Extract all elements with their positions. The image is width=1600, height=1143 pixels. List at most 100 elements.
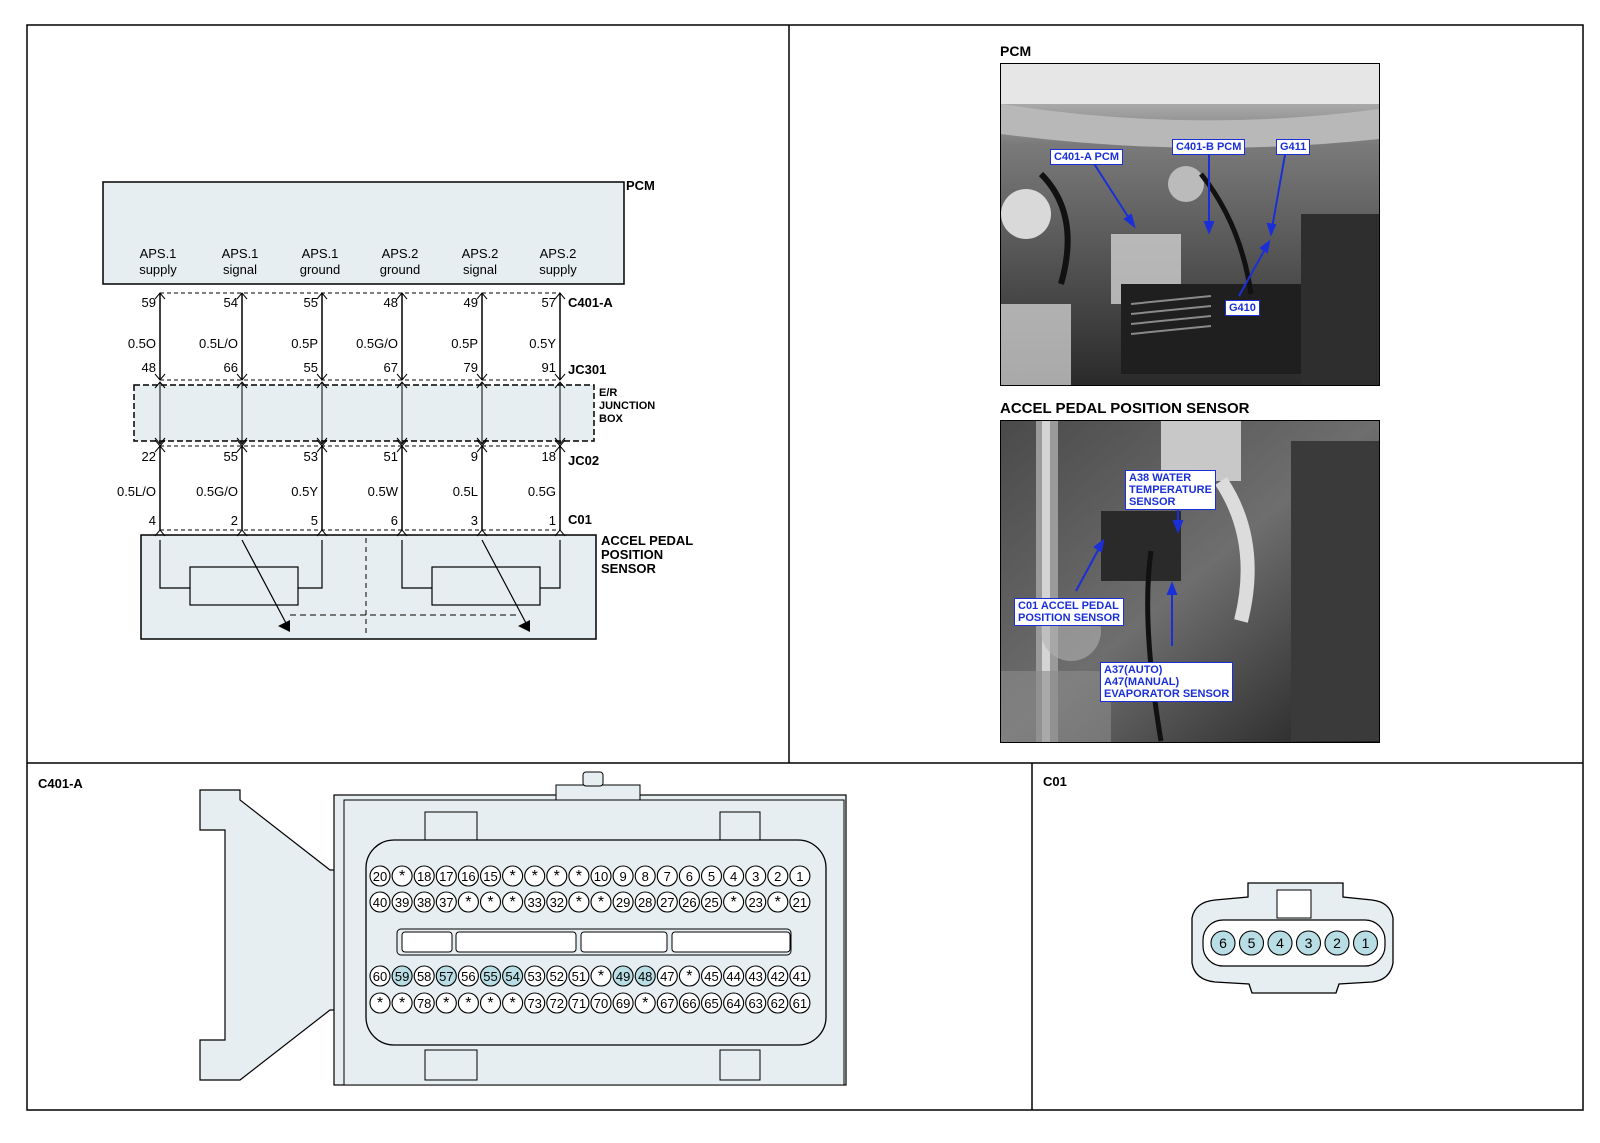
c401a-pin-number: 54 xyxy=(224,295,238,310)
c401a-pin-label: 4 xyxy=(730,869,737,884)
pin-symbol xyxy=(554,529,566,537)
pin-symbol xyxy=(476,529,488,537)
c401a-pin xyxy=(369,992,391,1014)
c401a-pin-label: 60 xyxy=(373,969,387,984)
wire-code-upper: 0.5P xyxy=(291,336,318,351)
c401a-pin-label: 21 xyxy=(793,895,807,910)
pcm-box xyxy=(102,181,625,285)
c401a-pin xyxy=(479,992,502,1014)
pin-function-name: APS.1 xyxy=(140,246,177,261)
junction-box-label: E/R xyxy=(599,387,617,399)
c401a-pin-label: 45 xyxy=(704,969,718,984)
pin-symbol xyxy=(236,373,248,381)
pin-function-name: APS.2 xyxy=(382,246,419,261)
pin-symbol xyxy=(236,529,248,537)
c01-pin-number: 1 xyxy=(549,513,556,528)
wire-code-lower: 0.5L xyxy=(453,484,478,499)
pin-symbol xyxy=(476,373,488,381)
wire-code-lower: 0.5W xyxy=(368,484,399,499)
c401a-pin xyxy=(590,865,612,887)
c401a-pin-label: 6 xyxy=(686,869,693,884)
jc301-pin-number: 67 xyxy=(384,360,398,375)
c401a-pin-label: 8 xyxy=(642,869,649,884)
potentiometer-wiper xyxy=(481,539,528,626)
pin-symbol xyxy=(154,437,166,445)
pin-symbol xyxy=(154,439,166,447)
pin-symbol xyxy=(476,437,488,445)
c401a-pin-label: 38 xyxy=(417,895,431,910)
c01-pin-label: 3 xyxy=(1305,935,1313,951)
pin-symbol xyxy=(396,529,408,537)
pin-symbol xyxy=(236,439,248,447)
c401a-label: C401-A xyxy=(568,295,613,310)
c401a-pin-label: * xyxy=(775,894,781,911)
c401a-pin xyxy=(723,992,745,1014)
c01-pin xyxy=(1267,930,1293,956)
c401a-pin-label: 73 xyxy=(527,996,541,1011)
c01-pin xyxy=(1324,930,1350,956)
c01-label: C01 xyxy=(568,512,592,527)
pin-function-sub: supply xyxy=(139,262,177,277)
wire-code-lower: 0.5G/O xyxy=(196,484,238,499)
pin-function-sub: ground xyxy=(300,262,340,277)
sensor-wire xyxy=(401,540,432,589)
c401a-pin-label: 33 xyxy=(527,895,541,910)
pin-function-sub: signal xyxy=(223,262,257,277)
c401a-pin-label: 65 xyxy=(704,996,718,1011)
c401a-pin xyxy=(369,891,391,913)
c401a-pin-label: * xyxy=(509,894,515,911)
c401a-pin xyxy=(767,891,789,913)
pcm-photo xyxy=(1000,63,1380,386)
a37-line-1: A37(AUTO) xyxy=(1104,664,1163,676)
c401a-pin xyxy=(413,865,435,887)
jc301-pin-number: 66 xyxy=(224,360,238,375)
pin-symbol xyxy=(316,437,328,445)
c401a-pin xyxy=(369,965,391,987)
c401a-pin-label: 71 xyxy=(572,996,586,1011)
outer-frame xyxy=(26,24,1584,1111)
c401a-pin-number: 55 xyxy=(304,295,318,310)
c401a-pin xyxy=(789,891,811,913)
c401a-pin-label: 63 xyxy=(748,996,762,1011)
c401a-pin xyxy=(546,865,568,887)
pin-function-name: APS.2 xyxy=(540,246,577,261)
c401a-pin xyxy=(568,865,590,887)
c401a-pin-label: * xyxy=(576,894,582,911)
c01-latch xyxy=(1276,889,1312,919)
c401a-pin xyxy=(435,992,457,1014)
c401a-pin-label: * xyxy=(399,995,405,1012)
wire-code-upper: 0.5Y xyxy=(529,336,556,351)
c401a-pin-label: 40 xyxy=(373,895,387,910)
pin-symbol xyxy=(154,529,166,537)
c401a-pin xyxy=(612,865,634,887)
c401a-pin xyxy=(656,891,678,913)
pin-symbol xyxy=(476,381,488,389)
c401a-pin-label: 39 xyxy=(395,895,409,910)
c01-pin-label: 5 xyxy=(1248,935,1256,951)
c01-pin xyxy=(1295,930,1322,956)
a38-line-2: TEMPERATURE xyxy=(1129,484,1212,496)
c401a-pin-label: 47 xyxy=(660,969,674,984)
c401a-pin-label: 54 xyxy=(505,969,519,984)
c401a-pin-label: 70 xyxy=(594,996,608,1011)
aps-photo-title: ACCEL PEDAL POSITION SENSOR xyxy=(1000,400,1250,417)
c401a-pin-label: * xyxy=(532,868,538,885)
wire-code-lower: 0.5L/O xyxy=(117,484,156,499)
a37-line-2: A47(MANUAL) xyxy=(1104,676,1180,688)
g411-callout: G411 xyxy=(1276,139,1311,155)
pin-function-name: APS.1 xyxy=(302,246,339,261)
c401a-pin-label: 42 xyxy=(771,969,785,984)
c401a-pin xyxy=(457,891,479,913)
pin-symbol xyxy=(396,437,408,445)
c401a-pin xyxy=(369,865,391,887)
jc301-label: JC301 xyxy=(568,362,606,377)
c401a-pin-label: 3 xyxy=(752,869,759,884)
c401a-pin-label: * xyxy=(576,868,582,885)
c401a-pin-label: * xyxy=(377,995,383,1012)
c401a-pin xyxy=(612,992,634,1014)
c401a-pin-label: * xyxy=(509,995,515,1012)
wire-code-upper: 0.5L/O xyxy=(199,336,238,351)
c401a-pin xyxy=(435,965,457,987)
